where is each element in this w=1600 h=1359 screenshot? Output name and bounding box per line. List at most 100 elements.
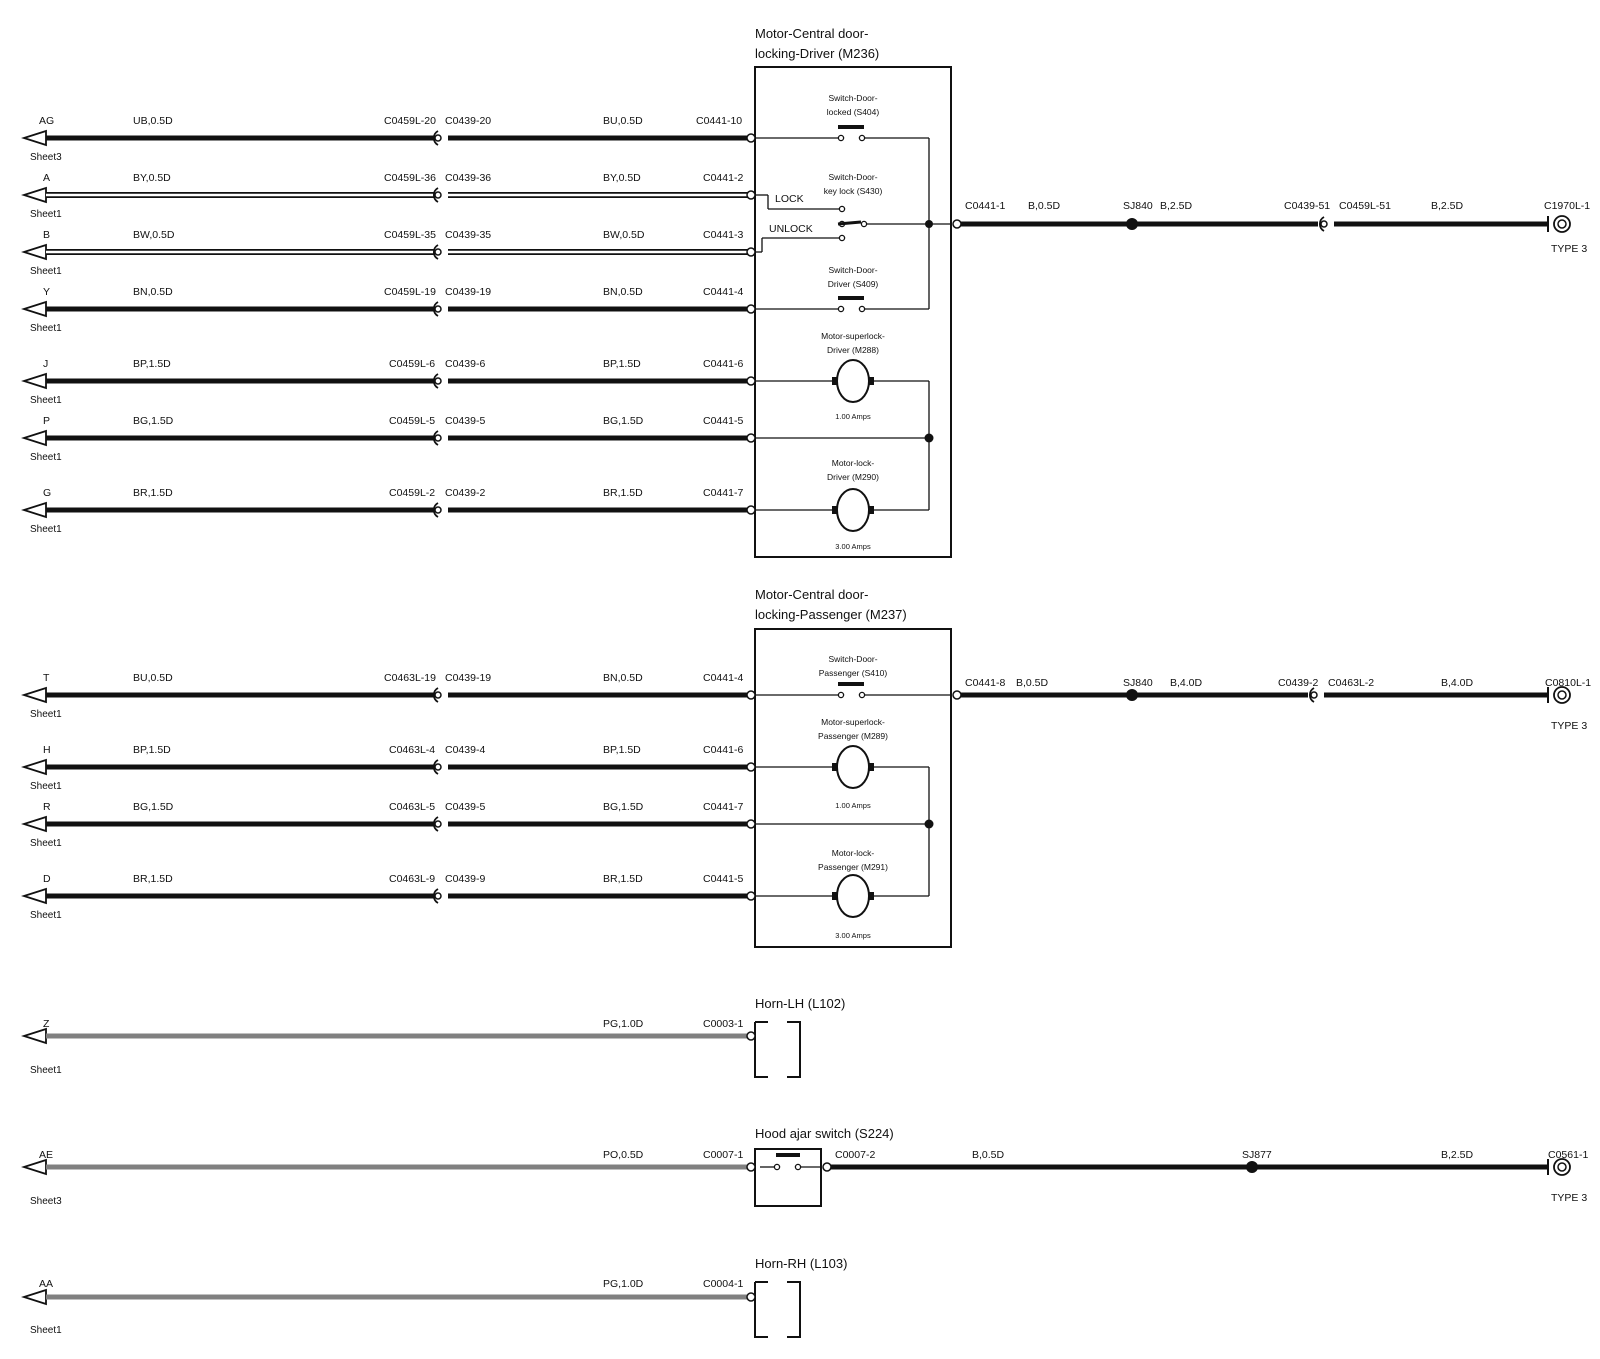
connector-1: C0459L-6 xyxy=(389,358,435,370)
connector-pin xyxy=(746,505,756,515)
wire-row-j: J Sheet1 BP,1.5D C0459L-6 C0439-6 BP,1.5… xyxy=(30,358,743,406)
inline-connector-pin xyxy=(434,434,442,442)
comp-m290-amps: 3.00 Amps xyxy=(835,542,871,551)
sheet-ref: Sheet1 xyxy=(30,209,62,220)
wire-row-p: P Sheet1 BG,1.5D C0459L-5 C0439-5 BG,1.5… xyxy=(30,415,743,463)
connector-3: C0007-1 xyxy=(703,1149,743,1161)
module-title-horn-lh: Horn-LH (L102) xyxy=(755,996,845,1011)
junction-dot xyxy=(1126,689,1138,701)
comp-m289-amps: 1.00 Amps xyxy=(835,801,871,810)
connector-1: C0459L-19 xyxy=(384,286,436,298)
ground-type-label: TYPE 3 xyxy=(1551,1192,1587,1204)
wire-row-h: H Sheet1 BP,1.5D C0463L-4 C0439-4 BP,1.5… xyxy=(30,744,743,792)
connector-pin xyxy=(746,891,756,901)
wire-spec-2: BN,0.5D xyxy=(603,286,643,298)
wire-row-t: T Sheet1 BU,0.5D C0463L-19 C0439-19 BN,0… xyxy=(30,672,743,720)
terminal-arrow xyxy=(21,186,47,204)
connector-pin xyxy=(746,247,756,257)
ground-inner-ring xyxy=(1557,690,1567,700)
splice-label: SJ840 xyxy=(1123,677,1153,689)
wire-spec-1: BN,0.5D xyxy=(133,286,173,298)
inline-connector-arc xyxy=(432,816,439,832)
wire-spec-2: BN,0.5D xyxy=(603,672,643,684)
comp-m288-amps: 1.00 Amps xyxy=(835,412,871,421)
comp-m289-line1: Motor-superlock- xyxy=(821,717,885,727)
connector-pin xyxy=(746,433,756,443)
wire-spec-2: BW,0.5D xyxy=(603,229,645,241)
terminal-arrow xyxy=(21,129,47,147)
comp-s404-line1: Switch-Door- xyxy=(828,93,877,103)
comp-m291-amps: 3.00 Amps xyxy=(835,931,871,940)
terminal-arrow xyxy=(21,429,47,447)
sheet-ref: Sheet3 xyxy=(30,1196,62,1207)
connector-3: C0441-3 xyxy=(703,229,743,241)
inline-connector-pin xyxy=(1320,220,1328,228)
connector-pin xyxy=(746,1162,756,1172)
junction-dot xyxy=(1246,1161,1258,1173)
comp-s404-line2: locked (S404) xyxy=(827,107,880,117)
wire-letter: P xyxy=(43,415,50,427)
inline-connector-arc xyxy=(432,502,439,518)
inline-connector-pin xyxy=(434,820,442,828)
ground-inner-ring xyxy=(1557,1162,1567,1172)
connector-3: C0441-6 xyxy=(703,744,743,756)
motor-brush xyxy=(832,892,837,900)
wire-letter: A xyxy=(43,172,50,184)
wire-spec-2: BP,1.5D xyxy=(603,744,641,756)
inline-connector-arc xyxy=(432,687,439,703)
inline-connector-arc xyxy=(432,187,439,203)
wire-spec-2: BY,0.5D xyxy=(603,172,641,184)
comp-m290-line2: Driver (M290) xyxy=(827,472,879,482)
module-title-horn-rh: Horn-RH (L103) xyxy=(755,1256,847,1271)
motor-brush xyxy=(869,763,874,771)
connector-2: C0439-4 xyxy=(445,744,485,756)
connector-2: C0439-19 xyxy=(445,672,491,684)
ground-connector-label: C1970L-1 xyxy=(1544,200,1590,212)
sheet-ref: Sheet1 xyxy=(30,709,62,720)
connector-1: C0463L-4 xyxy=(389,744,435,756)
motor-symbol xyxy=(836,488,870,532)
wire-letter: Z xyxy=(43,1018,50,1030)
wire-spec-1: BW,0.5D xyxy=(133,229,175,241)
inline-connector-arc xyxy=(432,130,439,146)
connector-3: C0004-1 xyxy=(703,1278,743,1290)
splice-label: SJ840 xyxy=(1123,200,1153,212)
motor-brush xyxy=(832,506,837,514)
wire-row-z: Z Sheet1 PG,1.0D C0003-1 xyxy=(30,1018,743,1076)
inline-connector-arc xyxy=(432,301,439,317)
connector-3: C0441-5 xyxy=(703,415,743,427)
connector-2: C0439-35 xyxy=(445,229,491,241)
keylock-lock-label: LOCK xyxy=(775,193,804,205)
inline-connector-arc xyxy=(1308,687,1315,703)
switch-contact xyxy=(838,205,846,213)
switch-contact xyxy=(838,234,846,242)
wire-row-ae: AE Sheet3 PO,0.5D C0007-1 xyxy=(30,1149,743,1207)
right-wire-spec-1: B,0.5D xyxy=(972,1149,1005,1161)
horn-lh-symbol xyxy=(754,1021,801,1078)
wire-spec-1: BR,1.5D xyxy=(133,487,173,499)
right-connector-in: C0007-2 xyxy=(835,1149,875,1161)
wire-letter: AG xyxy=(39,115,54,127)
wire-letter: B xyxy=(43,229,50,241)
connector-2: C0439-6 xyxy=(445,358,485,370)
sheet-ref: Sheet1 xyxy=(30,524,62,535)
inline-connector-arc xyxy=(432,430,439,446)
connector-3: C0441-10 xyxy=(696,115,742,127)
wire-spec-2: PG,1.0D xyxy=(603,1018,644,1030)
inline-connector-pin xyxy=(434,892,442,900)
inline-connector-pin xyxy=(434,191,442,199)
switch-contact xyxy=(858,134,866,142)
connector-2: C0439-19 xyxy=(445,286,491,298)
inline-connector-pin xyxy=(1310,691,1318,699)
wire-spec-2: BG,1.5D xyxy=(603,415,644,427)
horn-rh-symbol xyxy=(754,1281,801,1338)
wire-row-ag: AG Sheet3 UB,0.5D C0459L-20 C0439-20 BU,… xyxy=(30,115,742,163)
wire-spec-1: BP,1.5D xyxy=(133,358,171,370)
module-title-m237-line1: Motor-Central door- xyxy=(755,587,868,602)
wire-row-r: R Sheet1 BG,1.5D C0463L-5 C0439-5 BG,1.5… xyxy=(30,801,743,849)
motor-symbol xyxy=(836,874,870,918)
comp-m289-line2: Passenger (M289) xyxy=(818,731,888,741)
connector-2: C0439-5 xyxy=(445,801,485,813)
right-connector-in: C0441-1 xyxy=(965,200,1005,212)
